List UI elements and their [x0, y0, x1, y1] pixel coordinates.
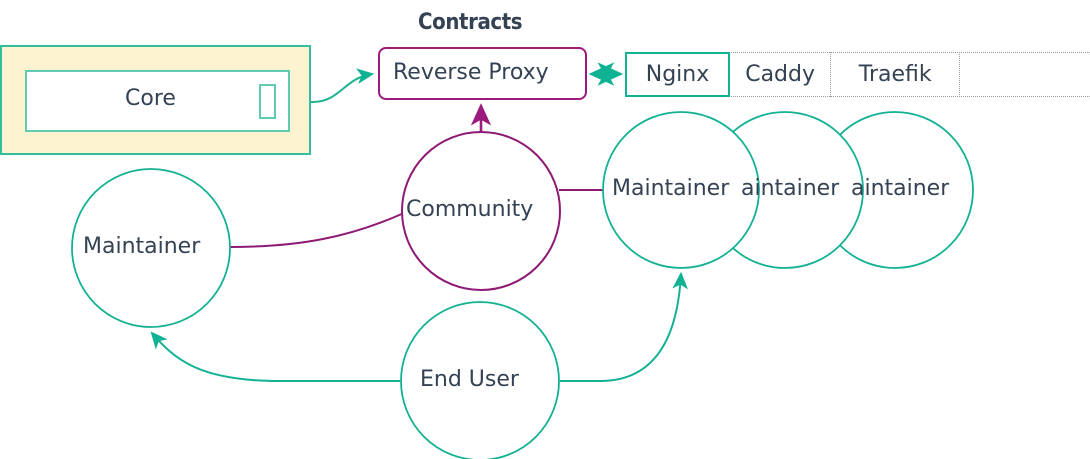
circle-maintainer-1[interactable] [602, 111, 760, 269]
core-subgraph[interactable] [0, 45, 311, 155]
contracts-title: Contracts [418, 10, 523, 35]
reverse-proxy-node[interactable] [378, 47, 587, 100]
circle-label-community: Community [406, 197, 534, 222]
table-cell-empty[interactable] [958, 52, 1090, 97]
edge-end-user-to-maintainer-1 [560, 271, 688, 382]
circle-label-maintainer-2: Maintainer [722, 176, 840, 201]
reverse-proxy-label: Reverse Proxy [393, 60, 549, 85]
circle-label-maintainer-1: Maintainer [612, 176, 730, 201]
core-inner-box[interactable] [25, 70, 290, 132]
circle-community[interactable] [401, 131, 561, 291]
edge-core-to-reverse-proxy [276, 68, 375, 103]
circle-end-user[interactable] [400, 301, 560, 459]
proxy-options-table: Nginx Caddy Traefik [625, 52, 1090, 97]
core-label: Core [125, 86, 176, 111]
table-cell-caddy[interactable]: Caddy [728, 52, 832, 97]
core-port-handle[interactable] [259, 84, 276, 119]
circle-label-maintainer-3: Maintainer [832, 176, 950, 201]
circle-maintainer-left[interactable] [71, 168, 231, 328]
circle-label-end-user: End User [420, 367, 519, 392]
edge-community-to-maintainer-left [229, 212, 405, 248]
edge-end-user-to-maintainer-left [150, 331, 400, 382]
circle-label-maintainer-left: Maintainer [83, 234, 201, 259]
table-cell-traefik[interactable]: Traefik [830, 52, 961, 97]
table-cell-nginx[interactable]: Nginx [625, 52, 730, 97]
